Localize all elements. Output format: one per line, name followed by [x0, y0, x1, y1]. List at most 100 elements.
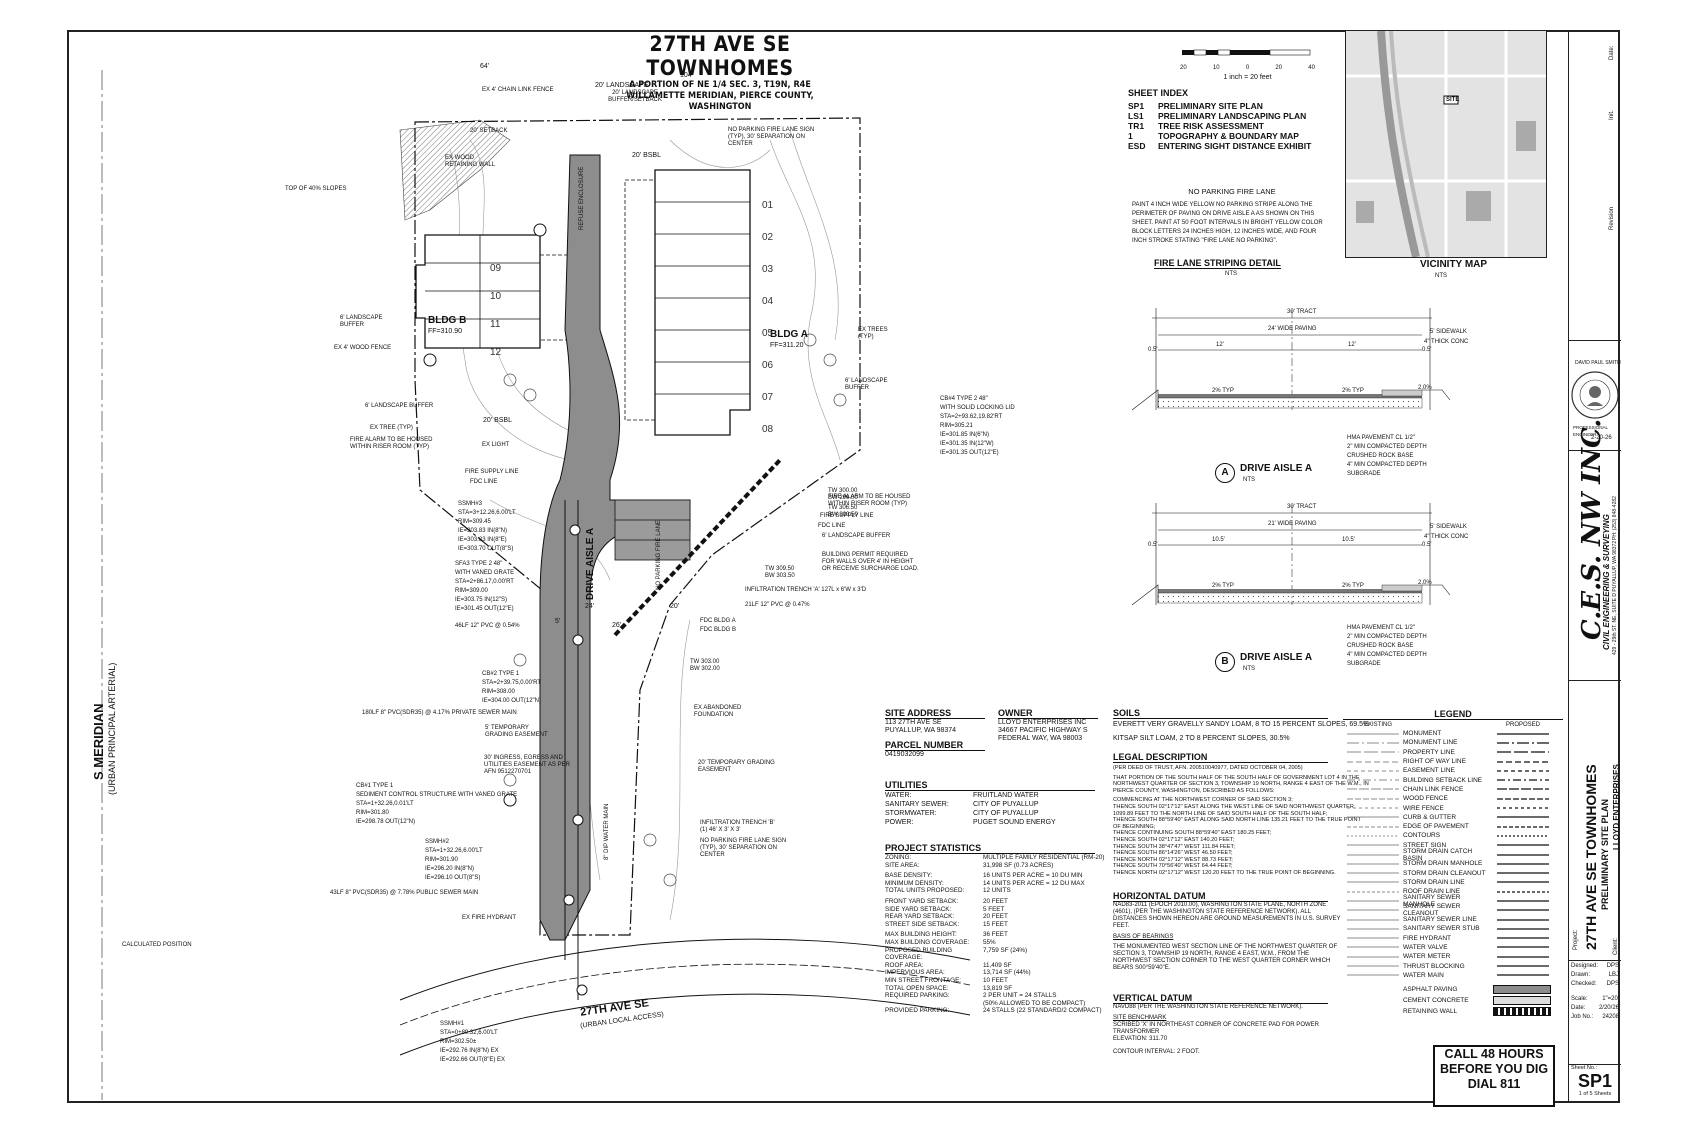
callout-cb4: CB#4 TYPE 2 48" WITH SOLID LOCKING LID S… — [940, 395, 1015, 458]
bearings-line: BEARS S00°59'40"E. — [1113, 965, 1171, 971]
bldg-a-label: BLDG A — [770, 329, 808, 340]
unit-b-12: 12 — [490, 347, 502, 358]
stats-value: 20 FEET — [983, 897, 1008, 905]
legend-item: EASEMENT LINE — [1343, 766, 1563, 775]
callout-building-permit: BUILDING PERMIT REQUIRED FOR WALLS OVER … — [822, 552, 919, 572]
stats-row: (50% ALLOWED TO BE COMPACT) — [885, 1000, 1105, 1008]
legend-proposed-symbol — [1493, 731, 1553, 737]
callout-sfa3: SFA3 TYPE 2 48" WITH VANED GRATE STA=2+8… — [455, 560, 514, 614]
road-centerline — [399, 963, 971, 1026]
sfa3-ie2: IE=301.45 OUT(12"E) — [455, 606, 514, 612]
bearings-line: THE MONUMENTED WEST SECTION LINE OF THE … — [1113, 944, 1338, 950]
legend-existing-symbol — [1343, 861, 1403, 867]
callout-ingress-easement: 30' INGRESS, EGRESS AND UTILITIES EASEME… — [484, 755, 570, 775]
section-a-note: CRUSHED ROCK BASE — [1347, 453, 1414, 459]
scale-n5: 40 — [1308, 65, 1315, 71]
section-b-drawing — [1132, 503, 1451, 606]
legend-existing-symbol — [1343, 935, 1403, 941]
legal-line: THENCE SOUTH 70°56'40" WEST 64.44 FEET; — [1113, 863, 1233, 870]
stats-value: 5 FEET — [983, 905, 1005, 913]
section-a-note: HMA PAVEMENT CL 1/2" — [1347, 435, 1415, 441]
stats-value: 15 FEET — [983, 920, 1008, 928]
wall-tag-3-bw: BW 303.50 — [765, 573, 795, 579]
stats-row: MAX BUILDING COVERAGE:55% — [885, 939, 1105, 947]
legend-fill-item: CEMENT CONCRETE — [1343, 995, 1563, 1006]
unit-a-7: 07 — [762, 392, 774, 403]
info-key: Drawn: — [1571, 972, 1591, 978]
stats-key: MAX BUILDING HEIGHT: — [885, 931, 957, 939]
legend-existing-symbol — [1343, 926, 1403, 932]
cb4-rim: RIM=305.21 — [940, 423, 973, 429]
section-a-half-right: 12' — [1348, 342, 1356, 348]
legal-line: THENCE NORTH 02°17'12" WEST 88.73 FEET; — [1113, 856, 1233, 863]
legend-proposed-symbol — [1493, 833, 1553, 839]
legend-item: FIRE HYDRANT — [1343, 934, 1563, 943]
legend-existing-symbol — [1343, 768, 1403, 774]
section-b-tract: 30' TRACT — [1287, 504, 1317, 510]
callout-retaining-wall: EX WOOD RETAINING WALL — [445, 155, 496, 168]
bearings-line: SECTION 3, TOWNSHIP 19 NORTH, RANGE 4 EA… — [1113, 951, 1310, 957]
stats-key: PROVIDED PARKING: — [885, 1007, 950, 1015]
wall-tag-4-tw: TW 303.00 — [690, 659, 720, 665]
legend-item-name: CONTOURS — [1403, 832, 1441, 840]
owner-line: FEDERAL WAY, WA 98003 — [998, 735, 1083, 742]
client-label: Client: — [1613, 937, 1619, 955]
legal-line: THENCE SOUTH 88°59'40" EAST ALONG SAID N… — [1113, 817, 1361, 824]
ssmh2-ie2: IE=296.10 OUT(8"S) — [425, 875, 481, 881]
callout-20-setback: 20' SETBACK — [470, 128, 508, 134]
legal-block: LEGAL DESCRIPTION (PER DEED OF TRUST, AF… — [1113, 752, 1369, 877]
stats-value: 55% — [983, 938, 996, 946]
legend-item: EDGE OF PAVEMENT — [1343, 822, 1563, 831]
company-address: 429 - 29th ST. NE, SUITE D PUYALLUP, WA … — [1612, 540, 1618, 655]
legend-item-name: RIGHT OF WAY LINE — [1403, 758, 1466, 766]
legal-line: PIERCE COUNTY, WASHINGTON, DESCRIBED AS … — [1113, 787, 1275, 794]
stats-key: ROOF AREA: — [885, 961, 924, 969]
legend-proposed-symbol — [1493, 861, 1553, 867]
stats-value: (50% ALLOWED TO BE COMPACT) — [983, 999, 1086, 1007]
info-row: Checked:DPS — [1571, 980, 1619, 989]
stats-key: REQUIRED PARKING: — [885, 992, 950, 1000]
section-a-scale: NTS — [1243, 477, 1255, 483]
legend-item-name: MONUMENT — [1403, 730, 1442, 738]
section-a-edge-right: 0.5' — [1422, 347, 1432, 353]
dim-5: 5' — [555, 618, 561, 625]
callout-180lf: 180LF 8" PVC(SDR35) @ 4.17% PRIVATE SEWE… — [362, 710, 517, 716]
section-b-paving: 21' WIDE PAVING — [1268, 521, 1317, 527]
legend-item-name: SANITARY SEWER MANHOLE — [1403, 894, 1461, 908]
section-a-drawing — [1132, 308, 1451, 411]
cb2-sta: STA=2+39.75,0.00'RT — [482, 680, 541, 686]
section-b-slope-walk: 2.0% — [1418, 580, 1432, 586]
legend-item-name: MONUMENT LINE — [1403, 739, 1458, 747]
cb4-ie1: IE=301.85 IN(6"N) — [940, 432, 989, 438]
wall-tag-3-tw: TW 309.50 — [765, 566, 795, 572]
legend-existing-symbol — [1343, 749, 1403, 755]
legend-item: CURB & GUTTER — [1343, 813, 1563, 822]
info-row: Scale:1"=20' — [1571, 995, 1619, 1004]
section-b-slope-left: 2% TYP — [1212, 583, 1234, 589]
cb4-ie3: IE=301.35 OUT(12"E) — [940, 450, 999, 456]
legend-item-name: BUILDING SETBACK LINE — [1403, 776, 1483, 784]
legend-proposed-symbol — [1493, 759, 1553, 765]
info-value: LBJ — [1608, 972, 1619, 978]
meridian-sub-wrap: (URBAN PRINCIPAL ARTERIAL) — [107, 663, 128, 805]
ssmh3-ie2: IE=303.83 IN(8"E) — [458, 537, 507, 543]
legend-item: CHAIN LINK FENCE — [1343, 785, 1563, 794]
stats-key: MIN STREET FRONTAGE: — [885, 976, 962, 984]
dim-24: 24' — [585, 603, 595, 610]
seal-sub: PROFESSIONAL ENGINEER — [1573, 425, 1608, 437]
property-boundary — [414, 117, 861, 936]
legend-proposed-symbol — [1493, 852, 1553, 858]
legend-proposed-symbol — [1493, 740, 1553, 746]
legal-line: THENCE NORTH 02°17'12" WEST 120.20 FEET … — [1113, 869, 1336, 876]
legend-item: WIRE FENCE — [1343, 803, 1563, 812]
callout-fire-sign-bottom: NO PARKING FIRE LANE SIGN (TYP), 30' SEP… — [700, 838, 787, 858]
owner-heading: OWNER — [998, 708, 1098, 719]
utility-key: SANITARY SEWER: — [885, 801, 949, 808]
legend-fill-swatch — [1493, 1007, 1551, 1017]
wall-tag-1-bw: BW 299.00 — [828, 495, 858, 501]
vertical-heading: VERTICAL DATUM — [1113, 993, 1328, 1004]
legal-line: THENCE SOUTH 02°17'12" EAST 140.20 FEET; — [1113, 836, 1235, 843]
legend-existing-symbol — [1343, 833, 1403, 839]
